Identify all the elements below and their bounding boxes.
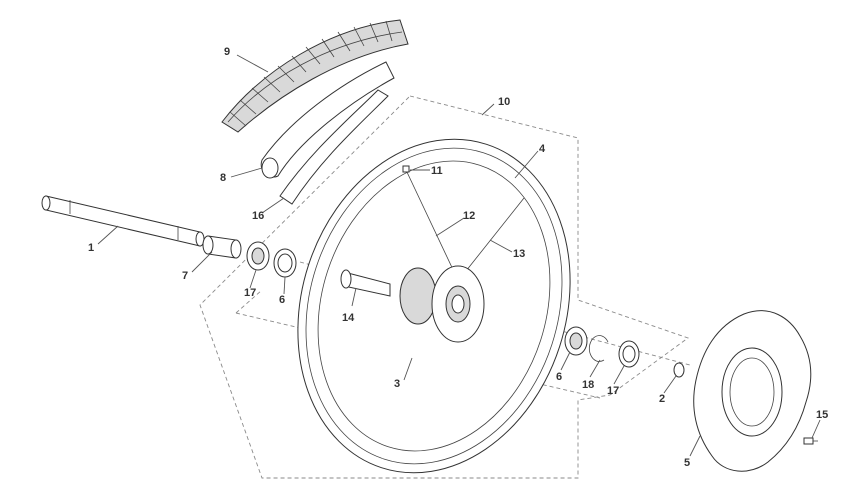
callout-11: 10 [498, 96, 510, 108]
assembly-boundary [199, 95, 689, 479]
callout-9: 9 [224, 46, 230, 58]
callout-7: 7 [182, 270, 188, 282]
callout-8: 8 [220, 172, 226, 184]
brake-disc-icon [693, 310, 812, 472]
rim-tape-icon [279, 89, 389, 205]
bolt-icon [803, 437, 818, 445]
tube-icon [260, 61, 395, 179]
callout-3: 3 [394, 378, 400, 390]
callout-6-left: 6 [279, 294, 285, 306]
leader-lines [97, 54, 821, 457]
callout-13: 12 [463, 210, 475, 222]
hub-icon [340, 265, 485, 343]
seal-icon [618, 340, 640, 368]
callout-14: 13 [513, 248, 525, 260]
callout-16: 16 [252, 210, 264, 222]
callout-17-right: 17 [607, 385, 619, 397]
tire-icon [221, 19, 409, 133]
callout-5: 5 [684, 457, 690, 469]
callout-1: 1 [88, 242, 94, 254]
callout-2: 2 [659, 393, 665, 405]
callout-15: 14 [342, 312, 355, 324]
spoke-icon [405, 169, 525, 277]
callout-18: 18 [582, 379, 594, 391]
callout-10: 15 [816, 409, 828, 421]
seal-icon [273, 248, 297, 278]
spacer-icon [202, 235, 242, 259]
nipple-icon [402, 165, 410, 173]
callout-17-left: 17 [244, 287, 256, 299]
spacer-icon [673, 362, 685, 378]
callout-6-right: 6 [556, 371, 562, 383]
bearing-icon [246, 241, 270, 271]
bearing-icon [564, 326, 588, 356]
axle-icon [41, 195, 205, 247]
circlip-icon [588, 335, 609, 362]
callout-12: 11 [431, 165, 443, 177]
callout-4: 4 [539, 143, 546, 155]
